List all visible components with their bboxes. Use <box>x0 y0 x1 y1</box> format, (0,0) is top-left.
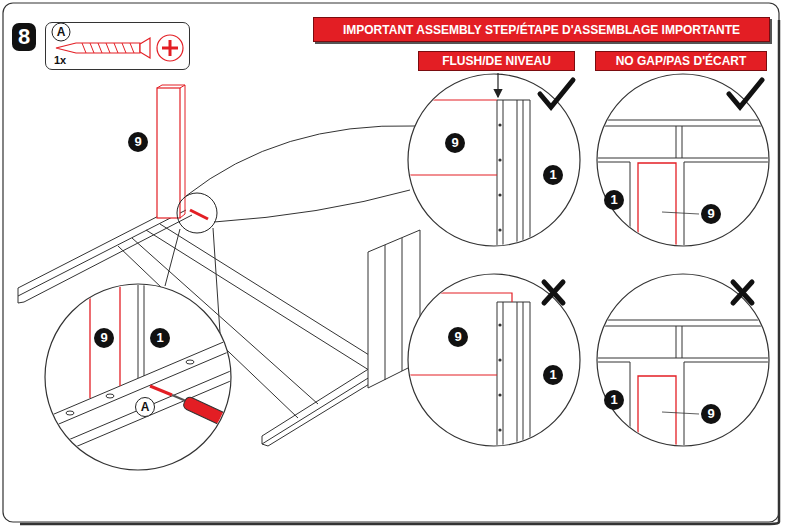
page-frame-part <box>20 20 779 524</box>
callout-number: 1 <box>150 328 170 348</box>
zoom-gap-ok-part <box>597 74 769 246</box>
zoom-flush-wrong-part-part <box>400 293 512 375</box>
gap-tag: NO GAP/PAS D'ÉCART <box>595 51 767 71</box>
zoom-flush-wrong-part-part <box>498 358 501 361</box>
page-frame-part <box>3 3 779 522</box>
screw-icon-part <box>157 35 183 61</box>
zoom-gap-wrong <box>597 274 770 462</box>
zoom-screw-detail-part-part <box>90 270 120 398</box>
zoom-screw-detail-part-part <box>182 396 228 427</box>
hardware-letter: A <box>135 397 155 417</box>
callout-number: 9 <box>701 204 721 224</box>
quantity: 1x <box>54 55 66 66</box>
frame-illustration-part <box>157 85 185 218</box>
callout-number: 1 <box>604 390 624 410</box>
zoom-screw-detail-part-part <box>40 335 240 462</box>
zoom-flush-wrong-part-part <box>498 428 501 431</box>
hardware-box: A 1x <box>45 22 190 70</box>
zoom-flush-ok-part-part <box>497 100 530 260</box>
step-number: 8 <box>12 23 36 51</box>
zoom-flush-wrong-part-part <box>497 302 530 460</box>
zoom-screw-detail-part-part <box>138 270 144 378</box>
frame-illustration-part <box>385 238 402 380</box>
zoom-gap-ok-part <box>598 120 770 262</box>
zoom-flush-ok-part-part <box>498 228 501 231</box>
zoom-flush-wrong <box>400 274 580 460</box>
banner-text: IMPORTANT ASSEMBLY STEP/ÉTAPE D'ASSEMBLA… <box>343 24 740 36</box>
zoom-screw-detail-part-part <box>150 386 172 395</box>
zoom-flush-ok <box>400 73 580 260</box>
zoom-gap-ok-part-part <box>662 212 699 214</box>
warning-banner: IMPORTANT ASSEMBLY STEP/ÉTAPE D'ASSEMBLA… <box>313 17 770 42</box>
zoom-gap-ok-part <box>729 80 762 107</box>
zoom-flush-wrong-part <box>544 282 563 303</box>
callout-number: 9 <box>701 404 721 424</box>
callout-number: 1 <box>543 365 563 385</box>
zoom-flush-ok-part-part <box>400 100 497 175</box>
callout-number: 1 <box>604 190 624 210</box>
zoom-screw-detail-part-part <box>66 411 74 415</box>
zoom-flush-ok-part-part <box>498 123 501 126</box>
hardware-letter: A <box>52 23 71 42</box>
banner-text: NO GAP/PAS D'ÉCART <box>616 55 747 67</box>
callout-number: 9 <box>448 327 468 347</box>
page-frame <box>3 3 779 524</box>
zoom-gap-wrong-part <box>733 282 752 303</box>
flush-tag: FLUSH/DE NIVEAU <box>418 51 575 71</box>
zoom-flush-ok-part <box>497 73 498 97</box>
frame-illustration-part <box>190 210 208 219</box>
zoom-flush-ok-part-part <box>498 158 501 161</box>
frame-illustration-part <box>157 88 180 218</box>
zoom-gap-wrong-part-part <box>662 412 699 414</box>
zoom-flush-wrong-part-part <box>498 393 501 396</box>
frame-illustration-part <box>177 193 217 233</box>
zoom-screw-detail-part-part <box>172 395 186 401</box>
zoom-flush-wrong-part <box>400 293 530 460</box>
zoom-gap-wrong-part <box>597 274 769 446</box>
zoom-gap-wrong-part-part <box>638 376 676 462</box>
callout-number: 1 <box>543 165 563 185</box>
zoom-screw-detail-part <box>40 270 240 462</box>
screw-icon-part <box>82 43 134 53</box>
zoom-flush-ok-part <box>540 80 573 107</box>
zoom-gap-wrong-part <box>598 320 770 462</box>
zoom-gap-ok <box>597 74 770 262</box>
callout-number: 9 <box>128 132 148 152</box>
zoom-gap-ok-part-part <box>598 120 770 262</box>
zoom-gap-wrong-part-part <box>598 320 770 462</box>
callout-number: 9 <box>445 133 465 153</box>
callout-number: 9 <box>94 328 114 348</box>
screw-icon-part <box>56 43 140 53</box>
zoom-screw-detail <box>40 270 240 470</box>
zoom-screw-detail-part-part <box>106 394 114 398</box>
zoom-flush-wrong-part-part <box>498 323 501 326</box>
zoom-flush-ok-part-part <box>498 193 501 196</box>
zoom-flush-ok-part <box>400 100 530 260</box>
banner-text: FLUSH/DE NIVEAU <box>442 55 551 67</box>
screw-icon-part <box>162 40 178 56</box>
zoom-screw-detail-part-part <box>186 360 194 364</box>
screw-icon-part <box>140 38 150 58</box>
screw-icon <box>56 35 183 61</box>
zoom-flush-wrong-part <box>408 274 580 446</box>
frame-illustration-part <box>165 126 415 333</box>
